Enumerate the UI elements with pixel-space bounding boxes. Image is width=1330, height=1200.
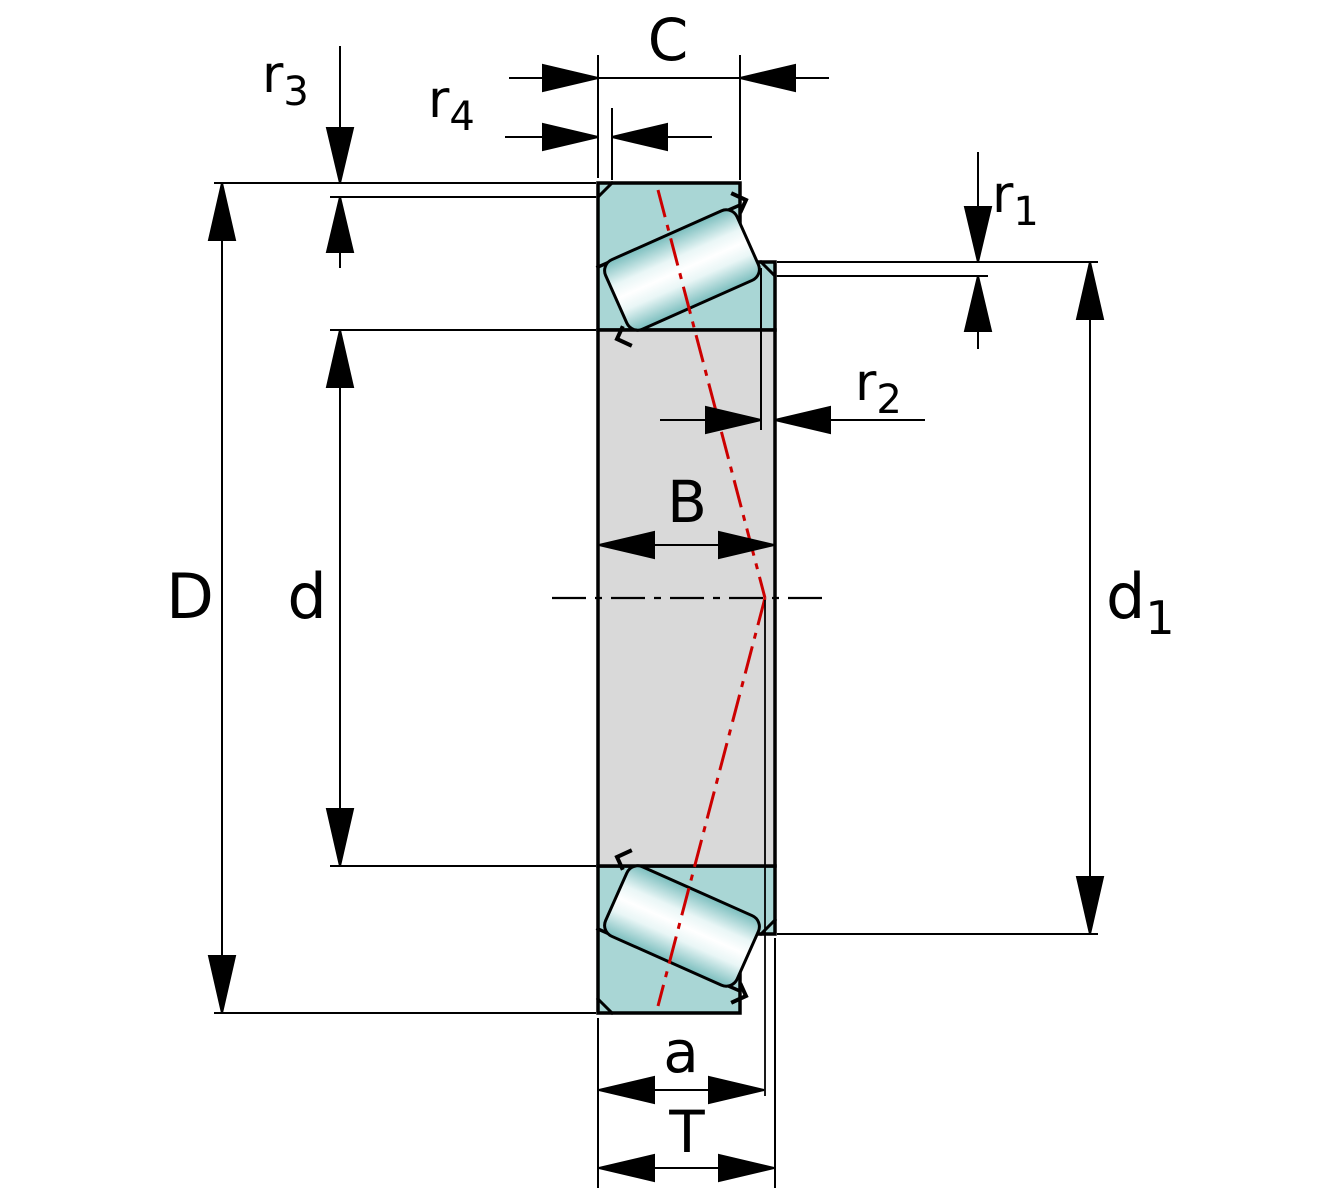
label-r4: r4 [428,70,475,140]
label-d: d [287,560,326,633]
cage-hook-bottom-right [730,982,749,1005]
cage-hook-top-left [614,325,633,348]
cage-hook-top-right [730,191,749,214]
dimension-d [325,329,596,867]
label-C: C [648,6,689,74]
cone-rib-chamfer-bottom [758,917,778,937]
arrowhead [718,1153,775,1183]
arrowhead [718,530,775,560]
label-B: B [667,468,707,536]
dimension-d1 [777,261,1105,935]
dimensions [207,46,1105,1188]
arrowhead [708,1075,765,1105]
dimension-C [509,55,829,180]
label-r2: r2 [855,353,902,423]
arrowhead [207,182,237,241]
dimension-D [207,182,596,1014]
arrowhead [325,808,355,867]
arrowhead [325,196,355,253]
centerlines [552,189,822,1007]
cage-hook-bottom-left [614,848,633,871]
pressure-line-bottom [656,597,767,1007]
arrowhead [963,206,993,263]
arrowhead [542,122,599,152]
roller-top [603,208,761,332]
dimension-labels: D d d1 C B a T r1 r2 r3 r4 [166,6,1175,1166]
arrowhead [611,122,668,152]
label-r3: r3 [262,45,309,115]
dimension-r2 [660,268,925,435]
roller-bottom [603,864,761,988]
label-r1: r1 [992,165,1039,235]
arrowhead [325,329,355,388]
arrowhead [1075,261,1105,320]
arrowhead [598,1153,655,1183]
arrowhead [963,275,993,332]
dimension-T [597,938,776,1188]
arrowhead [542,63,599,93]
cone-rib-chamfer-top [758,259,778,279]
dimension-r4 [505,108,712,180]
arrowhead [598,530,655,560]
dimension-r1 [777,152,993,349]
label-T: T [668,1098,705,1166]
arrowhead [705,405,762,435]
arrowhead [774,405,831,435]
arrowhead [325,127,355,184]
arrowhead [207,955,237,1014]
label-a: a [663,1018,699,1086]
dimension-B [598,530,775,560]
cup-chamfer-bottom-left [595,996,615,1016]
arrowhead [598,1075,655,1105]
dimension-r3 [325,46,596,268]
arrowhead [739,63,796,93]
label-D: D [166,560,214,633]
arrowhead [1075,876,1105,935]
dimension-a [598,600,766,1105]
cup-chamfer-top-left [595,180,615,200]
label-d1: d1 [1106,560,1175,645]
pressure-line-top [656,189,767,599]
